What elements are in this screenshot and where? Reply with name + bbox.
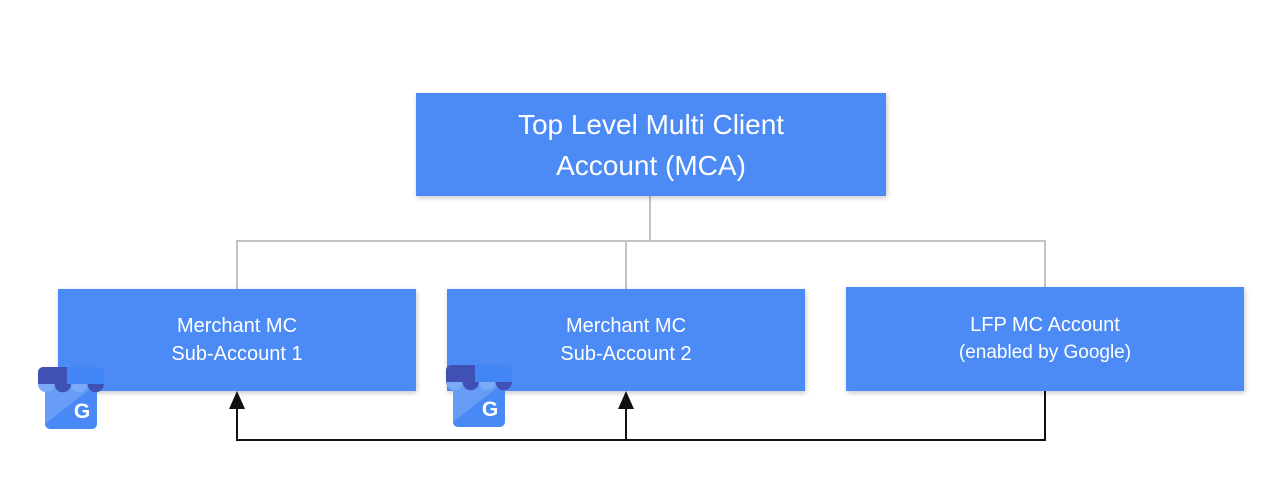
node-merchant-sub-account-1: Merchant MC Sub-Account 1: [58, 289, 416, 391]
node-label-line: Account (MCA): [556, 149, 746, 181]
lfp-feed-horizontal: [236, 439, 1046, 441]
connector-root-stem: [649, 196, 651, 242]
lfp-feed-shaft-sub1: [236, 406, 238, 441]
node-label-line: Top Level Multi Client: [517, 108, 785, 140]
connector-drop-lfp: [1044, 240, 1046, 287]
node-top-level-mca: Top Level Multi Client Account (MCA): [416, 93, 886, 196]
node-label-line: (enabled by Google): [958, 342, 1132, 363]
node-label-line: Merchant MC: [565, 315, 687, 337]
connector-drop-sub1: [236, 240, 238, 289]
node-label-line: Merchant MC: [176, 315, 298, 337]
node-label-line: Sub-Account 2: [560, 343, 692, 365]
arrowhead-into-sub1: [229, 391, 245, 409]
google-g-letter: G: [74, 400, 90, 423]
google-g-letter: G: [482, 398, 498, 421]
lfp-feed-stem: [1044, 391, 1046, 441]
lfp-feed-shaft-sub2: [625, 406, 627, 441]
node-label-line: Sub-Account 1: [171, 343, 303, 365]
arrowhead-into-sub2: [618, 391, 634, 409]
node-lfp-mc-account: LFP MC Account (enabled by Google): [846, 287, 1244, 391]
connector-horizontal-bar: [236, 240, 1046, 242]
connector-drop-sub2: [625, 240, 627, 289]
node-label-line: LFP MC Account: [970, 314, 1120, 336]
google-business-icon: G: [38, 367, 104, 429]
google-business-icon: G: [446, 365, 512, 427]
